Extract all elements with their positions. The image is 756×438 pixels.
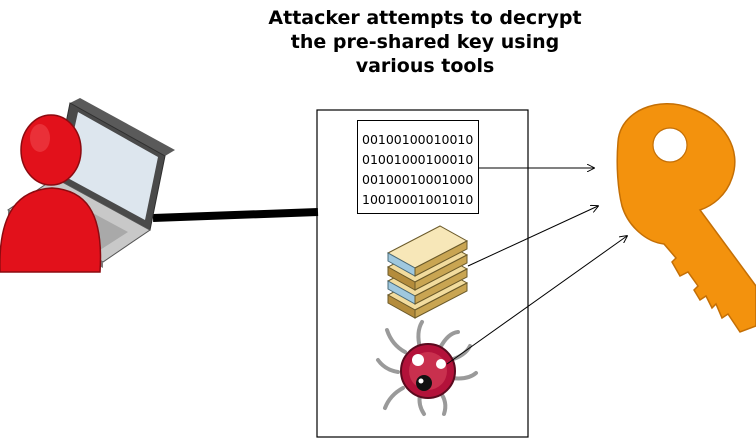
books-icon — [386, 225, 469, 319]
binary-data-box: 00100100010010 01001000100010 0010001000… — [357, 120, 479, 214]
network-connection-line — [152, 208, 319, 222]
binary-line: 00100010001000 — [362, 172, 474, 187]
binary-line: 01001000100010 — [362, 152, 474, 167]
person-icon — [0, 114, 102, 273]
diagram-title: Attacker attempts to decrypt the pre-sha… — [250, 6, 600, 78]
key-icon — [616, 103, 756, 333]
title-line-2: the pre-shared key using — [290, 31, 560, 53]
bug-icon — [376, 320, 478, 416]
binary-line: 10010001001010 — [362, 192, 474, 207]
binary-line: 00100100010010 — [362, 132, 474, 147]
title-line-3: various tools — [355, 55, 495, 77]
title-line-1: Attacker attempts to decrypt — [268, 7, 582, 29]
arrow-books-to-key — [467, 206, 598, 267]
arrow-bug-to-key — [446, 236, 627, 365]
